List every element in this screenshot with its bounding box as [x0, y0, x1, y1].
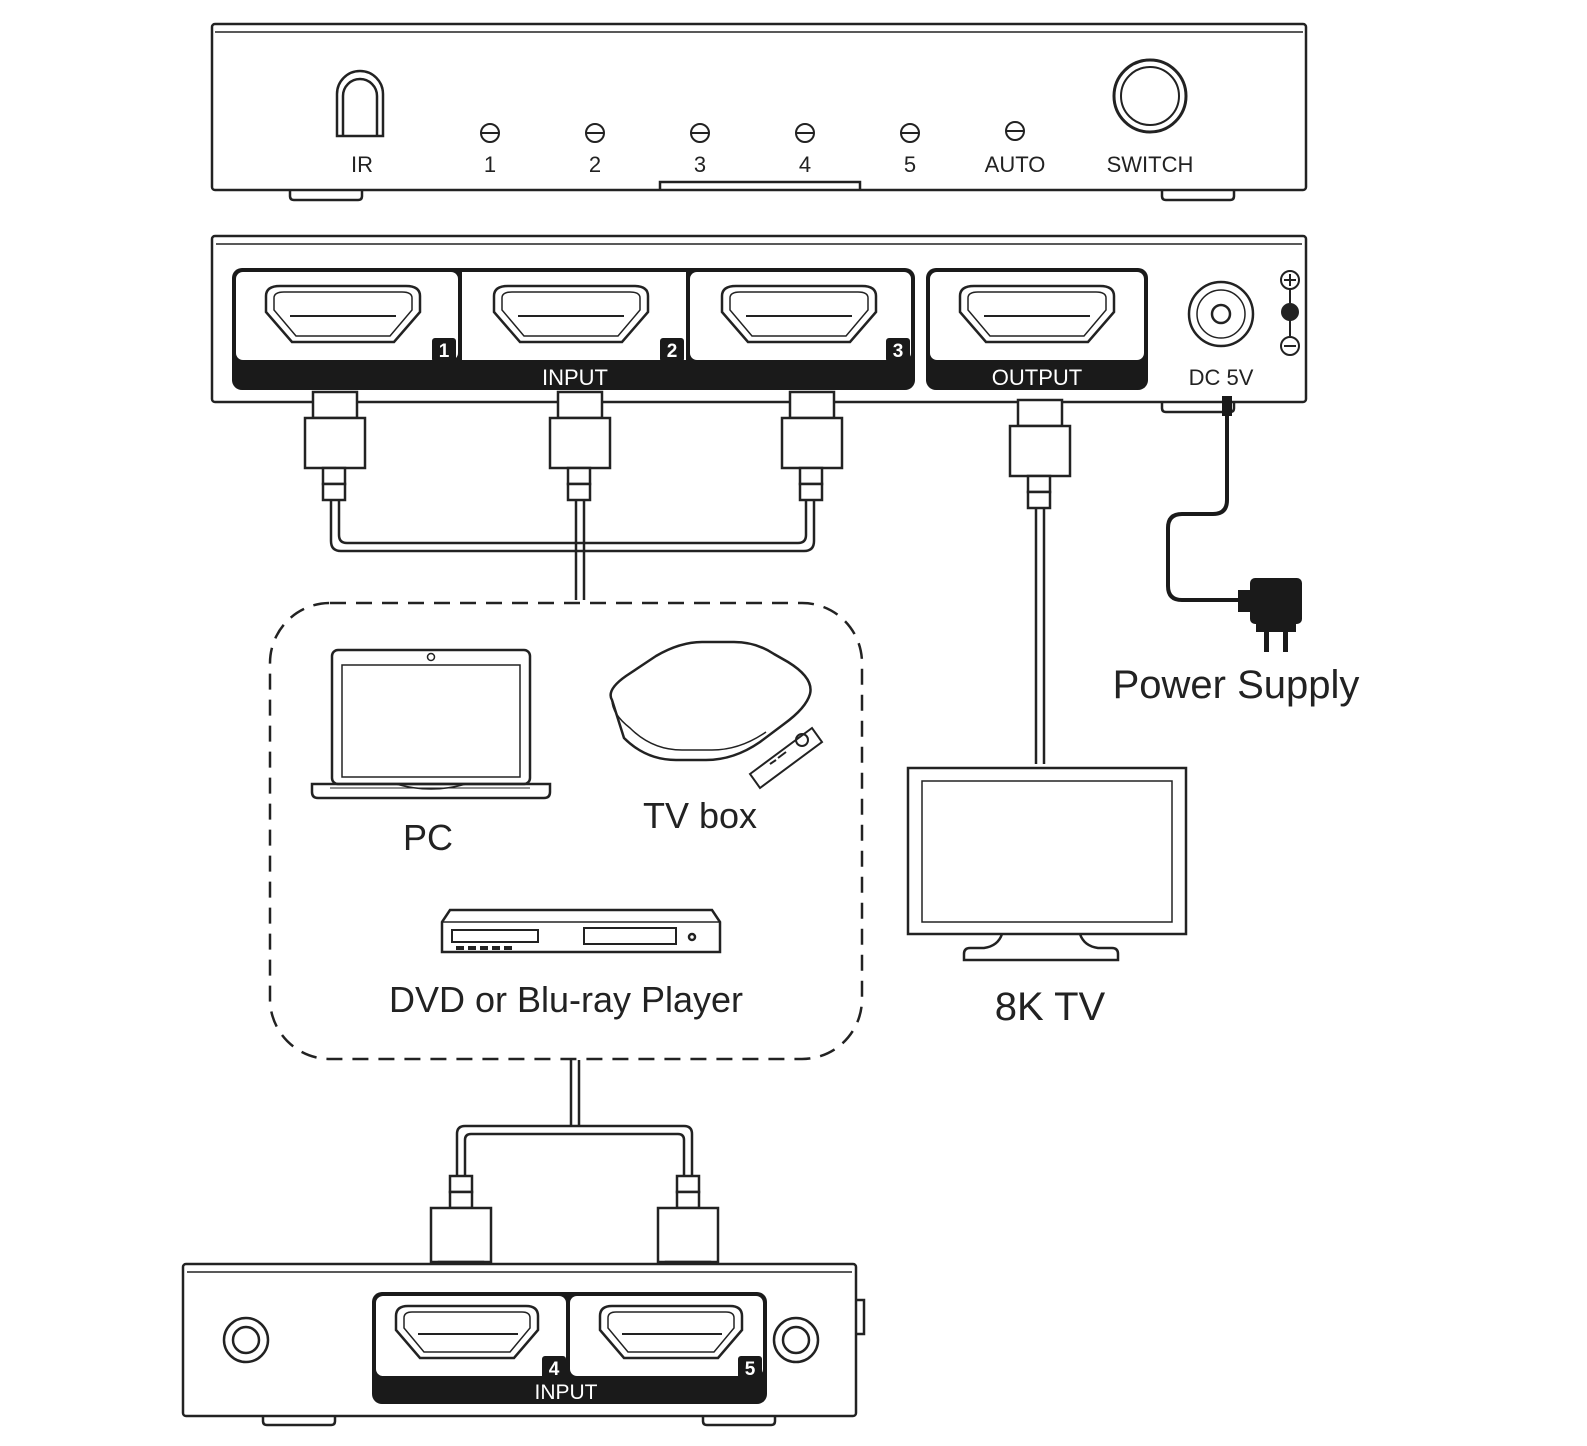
led-label-4: 4 — [799, 152, 811, 177]
led-label-2: 2 — [589, 152, 601, 177]
front-panel — [210, 22, 1308, 202]
ir-receiver-icon — [335, 69, 385, 138]
hdmi-port-1-icon — [264, 284, 422, 344]
led-label-3: 3 — [694, 152, 706, 177]
port-number-1: 1 — [439, 341, 450, 362]
input-label: INPUT — [542, 365, 608, 390]
remote-control-icon — [748, 726, 824, 790]
dvd-player-label: DVD or Blu-ray Player — [389, 979, 743, 1020]
port-number-2: 2 — [667, 341, 678, 362]
screw-left-icon — [222, 1316, 270, 1364]
switch-label: SWITCH — [1107, 152, 1194, 177]
dvd-player-icon — [440, 908, 722, 954]
led-label-1: 1 — [484, 152, 496, 177]
cables-top — [329, 500, 1046, 764]
tv-icon — [906, 766, 1188, 962]
port-number-3: 3 — [893, 341, 904, 362]
tv-box-icon — [609, 640, 812, 762]
hdmi-port-4-icon — [394, 1304, 540, 1360]
cables-bottom — [455, 1060, 694, 1180]
rear-panel — [210, 234, 1308, 414]
hdmi-port-3-icon — [720, 284, 878, 344]
switch-button-icon — [1112, 58, 1188, 134]
dc-jack-icon — [1187, 280, 1255, 348]
port-number-5: 5 — [745, 1359, 756, 1380]
input-port-block — [232, 268, 915, 390]
tv-box-label: TV box — [643, 795, 757, 836]
hdmi-port-5-icon — [598, 1304, 744, 1360]
port-number-4: 4 — [549, 1359, 560, 1380]
side-input-block — [372, 1292, 767, 1404]
dc-label: DC 5V — [1189, 365, 1254, 390]
power-supply-label: Power Supply — [1113, 663, 1360, 707]
hdmi-port-2-icon — [492, 284, 650, 344]
side-panel — [181, 1262, 866, 1427]
source-devices-group — [268, 601, 864, 1061]
power-cable — [1166, 396, 1240, 602]
front-panel-labels: IR 1 2 3 4 5 AUTO SWITCH — [351, 152, 1193, 177]
tv-label: 8K TV — [995, 985, 1106, 1029]
power-adapter-icon — [1238, 578, 1302, 652]
ir-label: IR — [351, 152, 373, 177]
hdmi-output-port-icon — [958, 284, 1116, 344]
screw-right-icon — [772, 1316, 820, 1364]
rear-panel-labels: 1 2 3 INPUT OUTPUT DC 5V — [439, 341, 1254, 390]
side-input-label: INPUT — [535, 1381, 598, 1404]
led-label-5: 5 — [904, 152, 916, 177]
pc-label: PC — [403, 817, 453, 858]
side-panel-labels: 4 5 INPUT — [535, 1359, 756, 1404]
led-label-auto: AUTO — [985, 152, 1046, 177]
laptop-icon — [310, 648, 552, 800]
output-port-block — [926, 268, 1148, 390]
polarity-icon — [1280, 270, 1300, 356]
hdmi-plugs-top — [303, 390, 1072, 510]
led-indicators — [480, 121, 1025, 143]
output-label: OUTPUT — [992, 365, 1082, 390]
